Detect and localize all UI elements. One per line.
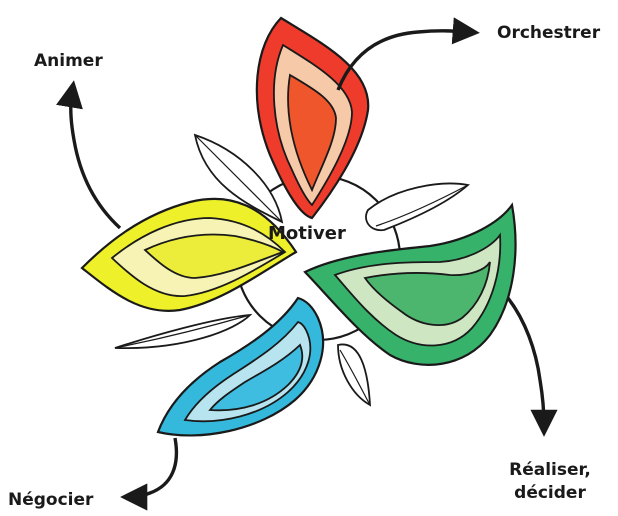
arrow-negocier (120, 437, 179, 511)
green-leaf (303, 202, 517, 366)
label-realiser-line2: décider (514, 483, 586, 503)
white-leaf-upper-left (193, 133, 284, 224)
label-negocier: Négocier (8, 490, 94, 510)
label-orchestrer: Orchestrer (497, 23, 601, 43)
arrow-animer (56, 80, 122, 230)
label-motiver: Motiver (268, 223, 346, 244)
white-leaf-lower-left (114, 313, 253, 349)
yellow-leaf (80, 197, 298, 312)
arrow-realiser (506, 296, 558, 437)
white-leaf-lower-right (337, 343, 371, 407)
label-realiser-line1: Réaliser, (509, 460, 591, 480)
blue-leaf (156, 296, 325, 437)
arrow-orchestrer (336, 17, 480, 91)
label-animer: Animer (34, 51, 103, 71)
white-leaf-upper-right (365, 182, 471, 232)
